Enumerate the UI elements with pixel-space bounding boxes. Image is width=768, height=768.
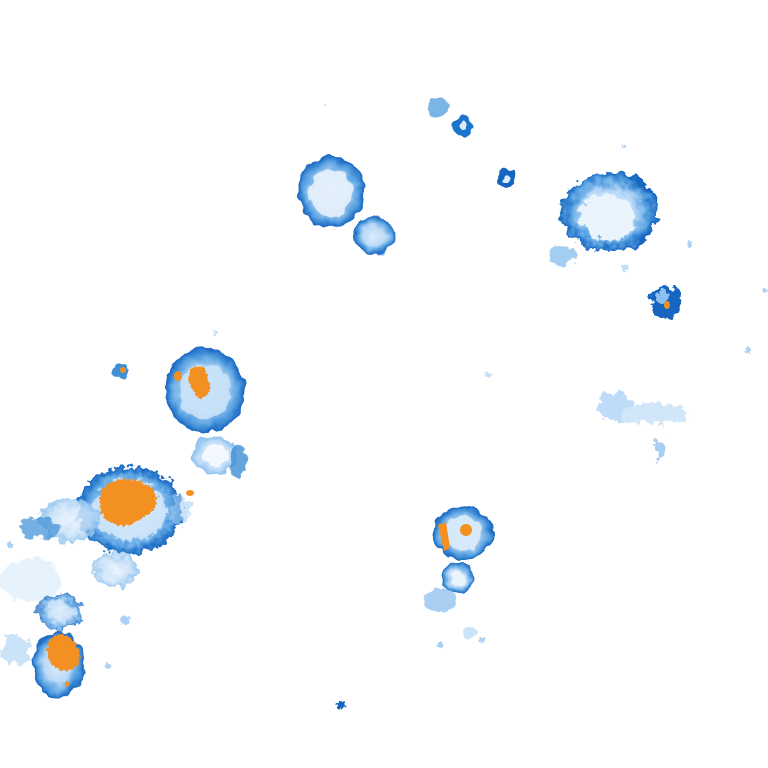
hotspot [99, 479, 157, 526]
debris [7, 103, 767, 709]
cell-center-right [424, 506, 493, 638]
hotspot [174, 371, 182, 381]
cell-cluster-upper-right [550, 172, 680, 319]
hotspot [460, 524, 472, 536]
hotspot [120, 367, 126, 373]
cell-faint-right [597, 393, 690, 460]
cell-cluster-middle-left [0, 466, 190, 664]
hotspot [188, 365, 210, 398]
hotspot [664, 301, 670, 309]
hotspot [65, 681, 69, 687]
cell-upper-center [298, 156, 394, 255]
hotspot [186, 490, 194, 496]
hotspot [47, 634, 80, 671]
cell-cluster-top [427, 97, 516, 187]
cell-left-upper [165, 348, 246, 478]
hotspot [438, 522, 450, 551]
